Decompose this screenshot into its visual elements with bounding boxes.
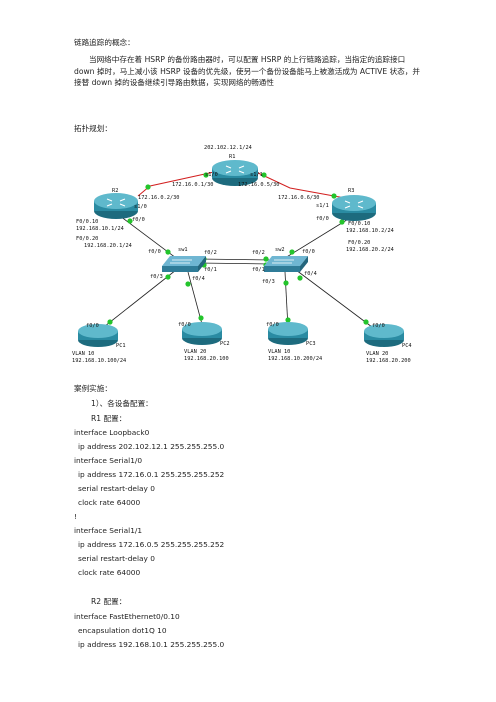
- pc4-name: PC4: [402, 343, 412, 349]
- config-line: serial restart-delay 0: [78, 484, 155, 493]
- r3-s11-ip: 172.16.0.6/30: [278, 195, 319, 201]
- r3-f020-label: F0/0.20: [348, 240, 370, 246]
- network-topology-diagram: 202.102.12.1/24 R1 s1/0 s1/1 172.16.0.1/…: [72, 145, 412, 364]
- case-heading: 案例实施：: [74, 384, 112, 393]
- pc2-ip: 192.168.20.100: [184, 356, 229, 362]
- config-line: interface Serial1/0: [74, 456, 143, 465]
- sw1-f04-label: f0/4: [192, 276, 205, 282]
- config-line: clock rate 64000: [78, 498, 141, 507]
- r1-loopback-ip: 202.102.12.1/24: [204, 145, 252, 151]
- r1-s10-label: s1/0: [205, 172, 218, 178]
- r1-s10-ip: 172.16.0.1/30: [172, 182, 213, 188]
- config-line: serial restart-delay 0: [78, 554, 155, 563]
- serial-link-r1-r3: [255, 171, 346, 199]
- concept-heading: 链路追踪的概念：: [74, 38, 135, 47]
- config-line: interface Loopback0: [74, 428, 150, 437]
- r3-f010-ip: 192.168.10.2/24: [346, 228, 394, 234]
- sw1-name: sw1: [178, 247, 188, 253]
- pc1-name: PC1: [116, 343, 126, 349]
- config-line: clock rate 64000: [78, 568, 141, 577]
- pc4-icon: [364, 324, 404, 347]
- r2-f020-label: F0/0.20: [76, 236, 98, 242]
- r2-f010-label: F0/0.10: [76, 219, 98, 225]
- pc1-vlan: VLAN 10: [72, 351, 94, 357]
- r2-s10-label: s1/0: [134, 204, 147, 210]
- config-line: interface FastEthernet0/0.10: [74, 612, 180, 621]
- intro-paragraph: 当网络中存在着 HSRP 的备份路由器时，可以配置 HSRP 的上行链路追踪，当…: [74, 55, 420, 87]
- link-r3-sw2: [284, 217, 351, 259]
- sw1-f00-label: f0/0: [148, 249, 161, 255]
- config-line: ip address 172.16.0.1 255.255.255.252: [78, 470, 225, 479]
- r1-s11-ip: 172.16.0.5/30: [238, 182, 279, 188]
- sw2-f03-label: f0/3: [262, 279, 275, 285]
- pc3-port: f0/0: [266, 322, 279, 328]
- sw2-name: sw2: [275, 247, 285, 253]
- config-line: ip address 192.168.10.1 255.255.255.0: [78, 640, 225, 649]
- pc2-name: PC2: [220, 341, 230, 347]
- pc3-ip: 192.168.10.200/24: [268, 356, 322, 362]
- link-sw1-pc1: [99, 269, 177, 331]
- router-r2-icon: [94, 193, 138, 219]
- sw1-f02-label: f0/2: [204, 250, 217, 256]
- pc2-vlan: VLAN 20: [184, 349, 206, 355]
- sw1-f01-label: f0/1: [204, 267, 217, 273]
- step1-heading: 1）、各设备配置：: [91, 399, 153, 408]
- router-r3-icon: [332, 195, 376, 221]
- r2-f010-ip: 192.168.10.1/24: [76, 226, 124, 232]
- pc4-vlan: VLAN 20: [366, 351, 388, 357]
- r3-s11-label: s1/1: [316, 203, 329, 209]
- pc3-icon: [268, 322, 308, 345]
- config-line: interface Serial1/1: [74, 526, 143, 535]
- sw2-f04-label: f0/4: [304, 271, 317, 277]
- r1-name: R1: [229, 154, 235, 160]
- pc2-port: f0/0: [178, 322, 191, 328]
- pc1-ip: 192.168.10.100/24: [72, 358, 126, 364]
- pc1-port: f0/0: [86, 323, 99, 329]
- r2-name: R2: [112, 188, 118, 194]
- sw2-f01-label: f0/1: [252, 267, 265, 273]
- config-line: !: [74, 512, 77, 521]
- pc4-ip: 192.168.20.200: [366, 358, 411, 364]
- r3-name: R3: [348, 188, 354, 194]
- link-sw2-pc4: [295, 269, 377, 331]
- router-r1-icon: [212, 160, 258, 186]
- r2-config-heading: R2 配置：: [91, 597, 127, 606]
- r3-f020-ip: 192.168.20.2/24: [346, 247, 394, 253]
- r3-f010-label: F0/0.10: [348, 221, 370, 227]
- pc4-port: f0/0: [372, 323, 385, 329]
- config-line: encapsulation dot1Q 10: [78, 626, 167, 635]
- r2-f020-ip: 192.168.20.1/24: [84, 243, 132, 249]
- r1-config-heading: R1 配置：: [91, 414, 127, 423]
- r2-s10-ip: 172.16.0.2/30: [138, 195, 179, 201]
- switch-sw2-icon: [264, 256, 308, 272]
- switch-sw1-icon: [162, 256, 206, 272]
- sw2-f00-label: f0/0: [302, 249, 315, 255]
- r2-f00-label: f0/0: [132, 217, 145, 223]
- sw1-f03-label: f0/3: [150, 274, 163, 280]
- r3-f00-label: f0/0: [316, 216, 329, 222]
- sw2-f02-label: f0/2: [252, 250, 265, 256]
- config-line: ip address 172.16.0.5 255.255.255.252: [78, 540, 225, 549]
- trunk-sw1-sw2-b: [197, 262, 273, 265]
- config-line: ip address 202.102.12.1 255.255.255.0: [78, 442, 225, 451]
- pc3-name: PC3: [306, 341, 316, 347]
- pc3-vlan: VLAN 10: [268, 349, 290, 355]
- trunk-sw1-sw2-a: [197, 258, 273, 261]
- pc2-icon: [182, 322, 222, 345]
- pc1-icon: [78, 324, 118, 347]
- r1-s11-label: s1/1: [250, 172, 263, 178]
- topology-heading: 拓扑规划：: [74, 124, 112, 133]
